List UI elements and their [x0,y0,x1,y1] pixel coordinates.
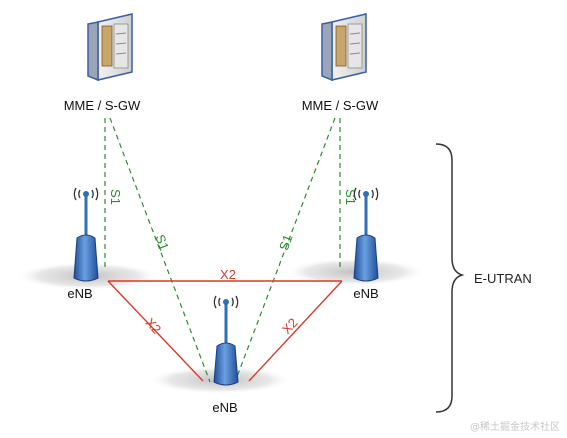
e-utran-label: E-UTRAN [474,271,532,286]
x2-label-top: X2 [220,267,236,282]
server-icon-right [321,13,367,82]
antenna-icon-right [353,187,379,282]
mme-label-right: MME / S-GW [302,98,379,113]
x2-links [107,280,343,382]
watermark-text: @稀土掘金技术社区 [470,420,560,433]
antenna-icon-bottom [213,295,239,386]
s1-label-right-diagonal: S1 [276,232,296,252]
server-icon-left [87,13,133,82]
s1-links [104,117,341,383]
s1-label-left-vertical: S1 [108,189,123,205]
enb-label-bottom: eNB [212,400,237,415]
e-utran-brace [435,143,465,413]
s1-label-right-vertical: S1 [343,189,358,205]
antenna-icon-left [73,187,99,282]
x2-label-left: X2 [142,315,164,337]
x2-link-right [248,280,343,382]
s1-link-left-diagonal [109,117,211,383]
s1-label-left-diagonal: S1 [152,232,172,252]
x2-label-right: X2 [279,315,301,337]
x2-link-left [107,280,204,382]
enb-label-left: eNB [67,286,92,301]
mme-label-left: MME / S-GW [64,98,141,113]
enb-label-right: eNB [353,286,378,301]
s1-link-right-diagonal [234,117,336,383]
